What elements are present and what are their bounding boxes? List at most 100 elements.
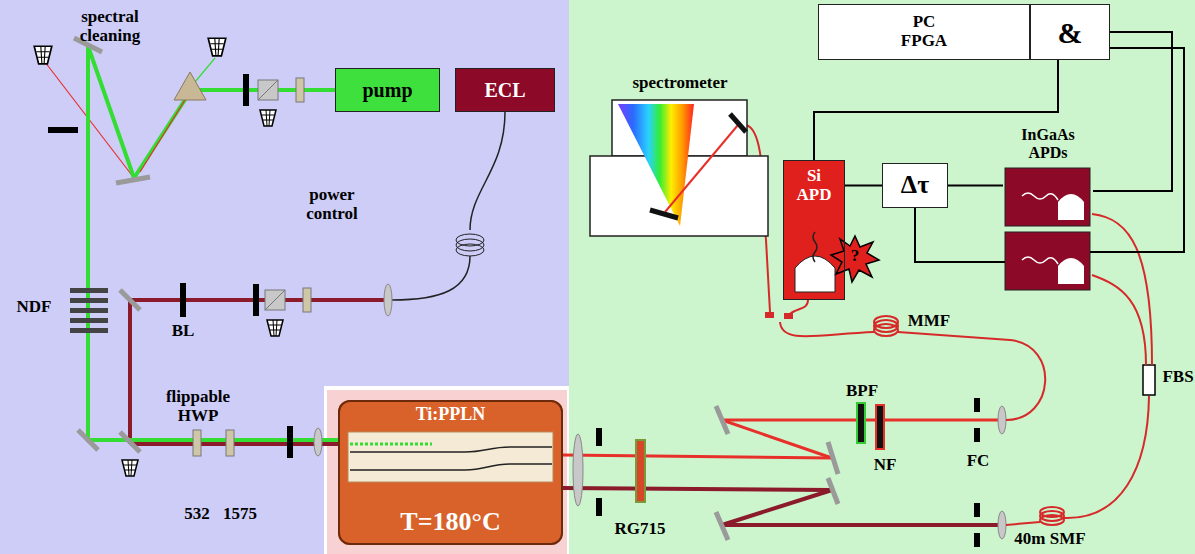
output-optics-part <box>998 511 1006 539</box>
part-label: 1575 <box>215 505 265 524</box>
ingaas-apd-detectors-part <box>1005 232 1090 290</box>
ecl-path-part <box>265 290 285 310</box>
fibers-part <box>784 313 793 319</box>
signal-wire <box>814 60 1058 160</box>
detector-pair: InGaAs APDs <box>1003 126 1093 226</box>
output-optics-part <box>563 455 832 458</box>
spectral-cleaning-optics-part <box>140 92 190 172</box>
part-label: RG715 <box>605 520 675 539</box>
output-optics-part <box>974 533 980 547</box>
spectrometer-body-part <box>618 104 694 226</box>
ingaas-apd-detectors-part <box>1058 194 1084 220</box>
input-combining-part <box>193 430 201 456</box>
output-optics-part <box>563 488 832 490</box>
ecl-path-part <box>180 283 186 317</box>
ndf-stack-part <box>70 298 108 303</box>
signal-wires-part <box>915 208 1005 262</box>
part-label: NF <box>865 456 905 475</box>
ti-ppln-chip-part <box>350 443 432 446</box>
ecl-path-part <box>392 256 470 300</box>
spectrometer-body <box>590 100 768 236</box>
node-text: Ti:PPLN <box>416 405 486 425</box>
laser-box: ECL <box>455 68 555 112</box>
part-label: 532 <box>177 505 217 524</box>
fibers-part <box>1006 522 1040 525</box>
ndf-stack <box>70 288 108 333</box>
fibers-part <box>874 316 898 328</box>
part-label: BPF <box>837 382 887 401</box>
output-optics-part <box>596 498 602 516</box>
spectrometer-body-part <box>650 210 678 218</box>
spectral-cleaning-optics-part <box>243 74 249 106</box>
ti-ppln-chip-part <box>338 400 563 545</box>
fibers-part <box>898 332 1045 420</box>
part-label: BL <box>163 322 203 341</box>
spectral-cleaning-optics-part <box>48 127 78 133</box>
output-optics-part <box>828 478 838 504</box>
fibers-part <box>1040 507 1064 517</box>
laser-box: pump <box>335 68 440 112</box>
ti-ppln-chip-part <box>348 432 553 482</box>
detector-box: Si APD <box>783 160 845 300</box>
ti-ppln-chip-part <box>350 447 552 452</box>
ingaas-apd-detectors-part <box>1005 168 1090 226</box>
ecl-path-part <box>456 244 484 256</box>
output-optics-part <box>573 434 583 506</box>
part-label: flippable HWP <box>153 388 243 425</box>
ti-ppln-chip <box>338 400 563 545</box>
output-optics-part <box>716 512 728 540</box>
ndf-stack-part <box>70 288 108 293</box>
part-label: 40m SMF <box>1005 530 1095 549</box>
spectral-cleaning-optics-part <box>116 177 150 183</box>
ecl-path-part <box>303 288 311 312</box>
fibers-part <box>765 312 774 318</box>
input-combining-part <box>314 428 322 456</box>
signal-wires-part <box>1090 48 1184 252</box>
signal-wire <box>845 185 882 187</box>
fibers-part <box>1064 396 1149 518</box>
ecl-path <box>120 112 505 444</box>
node-text: InGaAs APDs <box>1003 126 1093 161</box>
output-optics-part <box>722 490 832 525</box>
input-combining-part <box>120 432 140 452</box>
output-optics-part <box>857 403 865 443</box>
si-apd-detector-part <box>831 236 879 282</box>
ingaas-apd-detectors-part <box>1058 258 1084 284</box>
ti-ppln-chip-part <box>350 464 552 470</box>
ecl-path-part <box>456 239 484 251</box>
si-apd-detector <box>783 160 879 300</box>
part-label: NDF <box>8 298 60 317</box>
ecl-path-part <box>253 284 259 316</box>
node-text: ECL <box>484 79 525 101</box>
si-apd-detector-part <box>783 160 845 300</box>
output-optics-part <box>828 442 838 474</box>
part-label: spectrometer <box>620 74 740 93</box>
fibers-part <box>1092 275 1146 365</box>
node-text: T=180°C <box>400 508 500 537</box>
part-label: FC <box>958 452 998 471</box>
output-optics <box>563 398 1006 547</box>
ecl-path-part <box>384 284 392 316</box>
output-optics-part <box>974 398 980 412</box>
output-optics-part <box>722 420 832 458</box>
input-combining-part <box>287 426 293 458</box>
ndf-stack-part <box>70 328 108 333</box>
node-text: Si APD <box>792 167 836 204</box>
spectral-cleaning-optics-part <box>258 80 278 100</box>
ndf-stack-part <box>70 308 108 313</box>
computer-box: PC FPGA <box>818 4 1030 60</box>
si-apd-detector-part <box>813 232 817 262</box>
fibers-part <box>1092 214 1152 365</box>
output-optics-part <box>876 405 884 449</box>
spectral-cleaning-optics-part <box>258 80 278 100</box>
panel-grounds-part <box>327 390 567 554</box>
output-optics-part <box>974 503 980 517</box>
signal-wire <box>948 185 1003 187</box>
part-label: ? <box>845 247 865 266</box>
part-label: power control <box>296 186 368 223</box>
ecl-path-part <box>130 298 390 302</box>
